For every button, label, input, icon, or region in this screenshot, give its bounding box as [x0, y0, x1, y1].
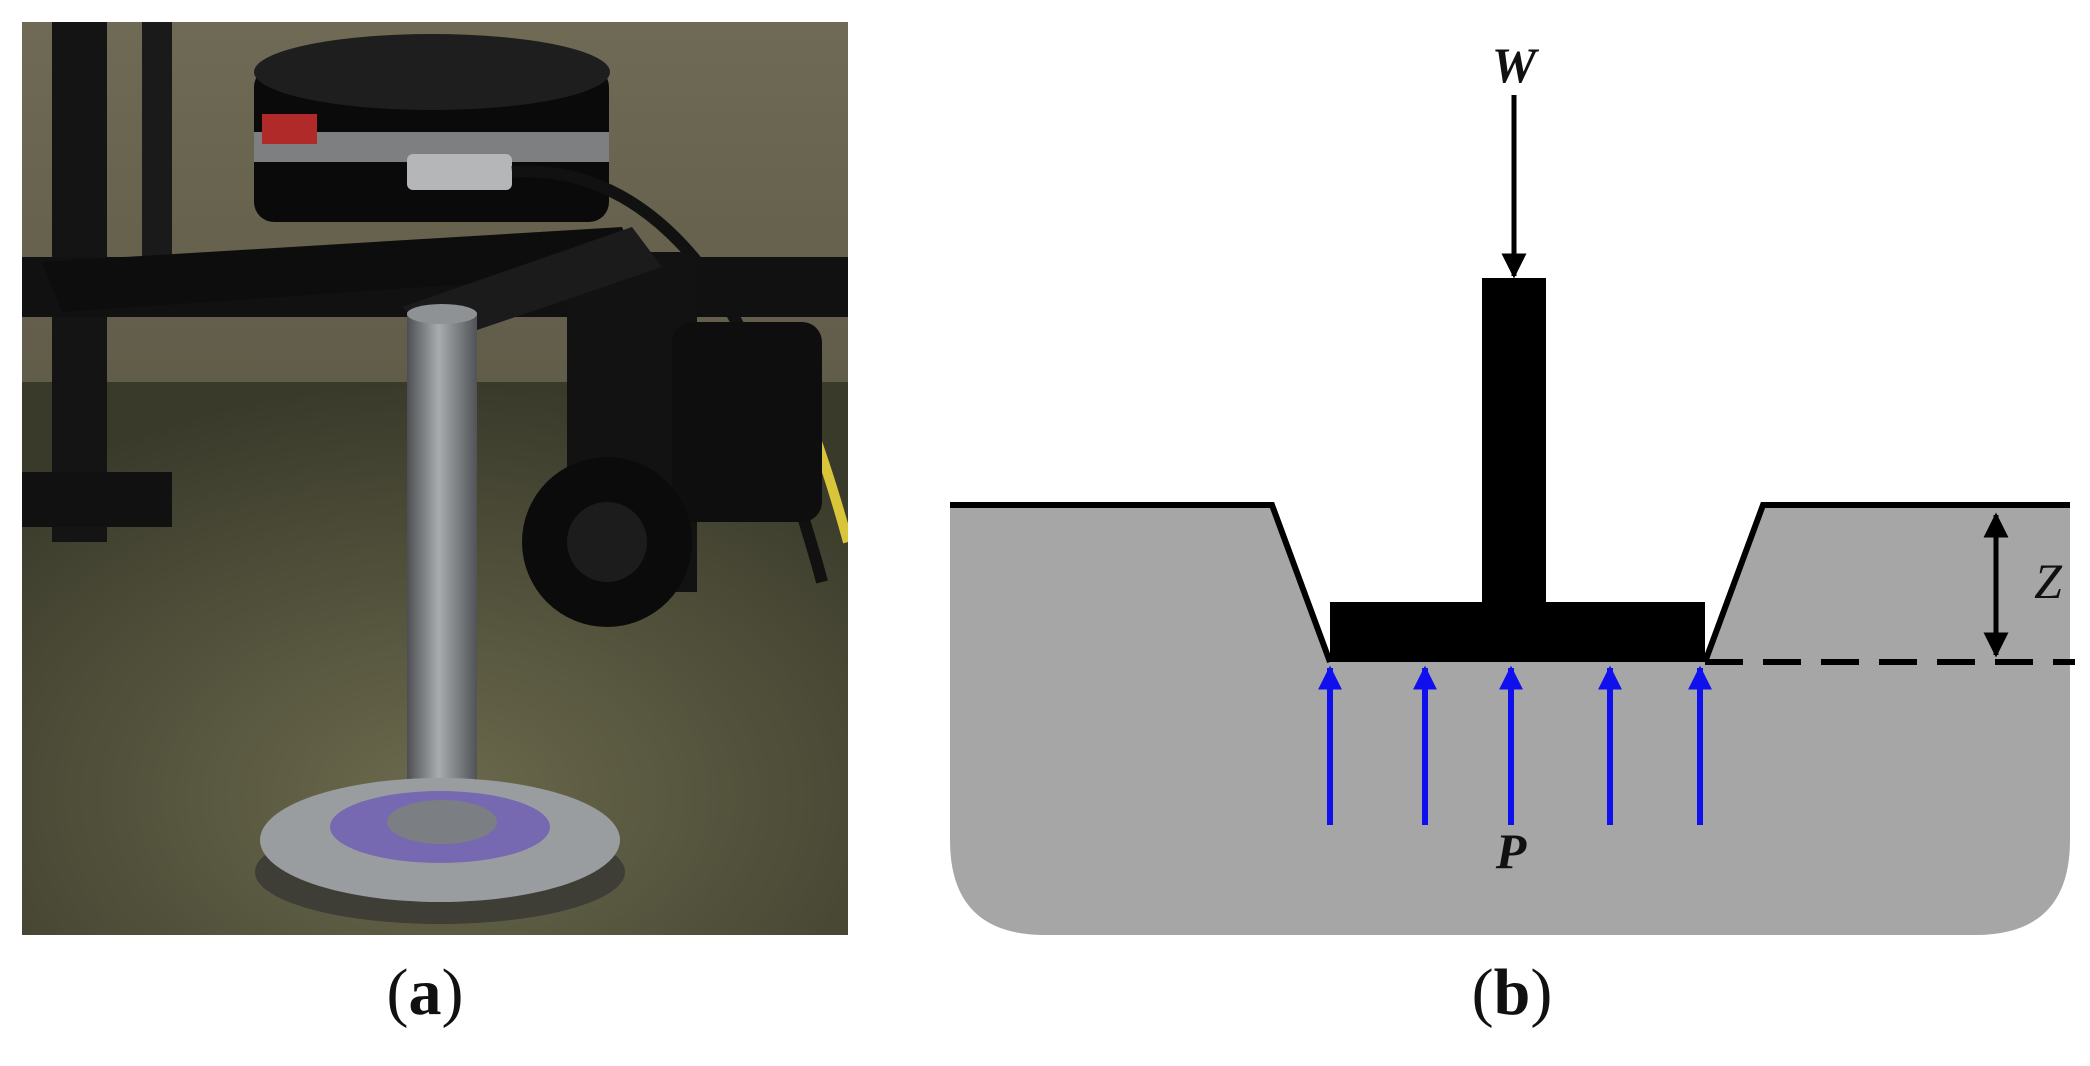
soil-surface-line	[950, 502, 1333, 664]
pole-top	[407, 304, 477, 324]
motor-hub	[567, 502, 647, 582]
caption-b: (b)	[1412, 955, 1612, 1031]
foot-pad	[1330, 602, 1705, 662]
foot-stem	[1482, 278, 1546, 608]
sensor-label	[262, 114, 317, 144]
caption-close: )	[1530, 956, 1553, 1029]
sensor-connector	[407, 154, 512, 190]
photo-test-rig	[22, 22, 848, 935]
caption-open: (	[386, 956, 409, 1029]
soil-surface-line-right	[1702, 502, 2070, 664]
frame-post-back	[142, 22, 172, 292]
caption-close: )	[441, 956, 464, 1029]
caption-letter: a	[408, 956, 442, 1029]
depth-label: Z	[2034, 553, 2063, 609]
frame-rail-lower	[22, 472, 172, 527]
load-label: W	[1492, 37, 1540, 93]
caption-open: (	[1471, 956, 1494, 1029]
frame-platform	[42, 227, 642, 312]
test-pole	[407, 312, 477, 842]
foot-plate-hub	[387, 800, 497, 844]
sensor-top	[254, 34, 610, 110]
pressure-label: P	[1495, 823, 1527, 879]
sinkage-diagram: W Z P	[950, 37, 2075, 935]
caption-letter: b	[1493, 956, 1531, 1029]
pressure-arrows	[1318, 665, 1712, 825]
caption-a: (a)	[325, 955, 525, 1031]
motor-block	[672, 322, 822, 522]
